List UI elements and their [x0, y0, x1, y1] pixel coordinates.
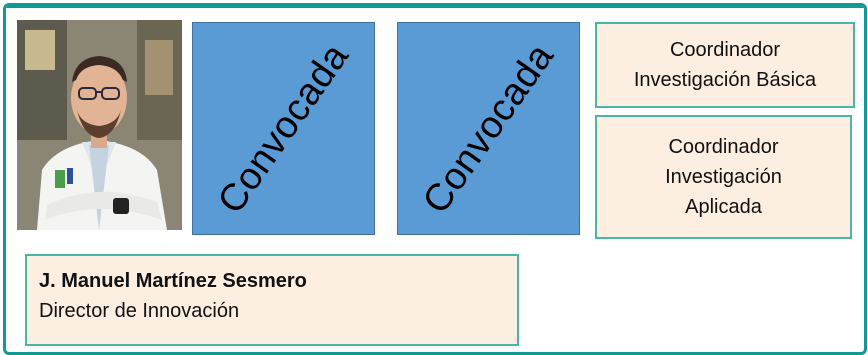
role-coordinator-applied-research: Coordinador Investigación Aplicada	[595, 115, 852, 239]
org-chart-frame: Convocada Convocada Coordinador Investig…	[3, 3, 867, 355]
role-line: Investigación Básica	[633, 69, 817, 91]
role-line: Investigación	[665, 166, 782, 188]
role-coordinator-basic-research: Coordinador Investigación Básica	[595, 22, 855, 108]
person-name: J. Manuel Martínez Sesmero	[39, 270, 307, 292]
person-title: Director de Innovación	[39, 300, 240, 322]
vacant-label: Convocada	[209, 35, 357, 221]
role-line: Coordinador	[669, 39, 781, 61]
vacant-position-2: Convocada	[397, 22, 580, 235]
vacant-position-1: Convocada	[192, 22, 375, 235]
vacant-label: Convocada	[414, 35, 562, 221]
frame-top-strip	[6, 6, 864, 8]
role-line: Aplicada	[685, 196, 762, 218]
director-photo	[17, 20, 182, 230]
role-line: Coordinador	[668, 136, 779, 158]
portrait-photo-icon	[17, 20, 182, 230]
director-name-card: J. Manuel Martínez Sesmero Director de I…	[25, 254, 519, 346]
